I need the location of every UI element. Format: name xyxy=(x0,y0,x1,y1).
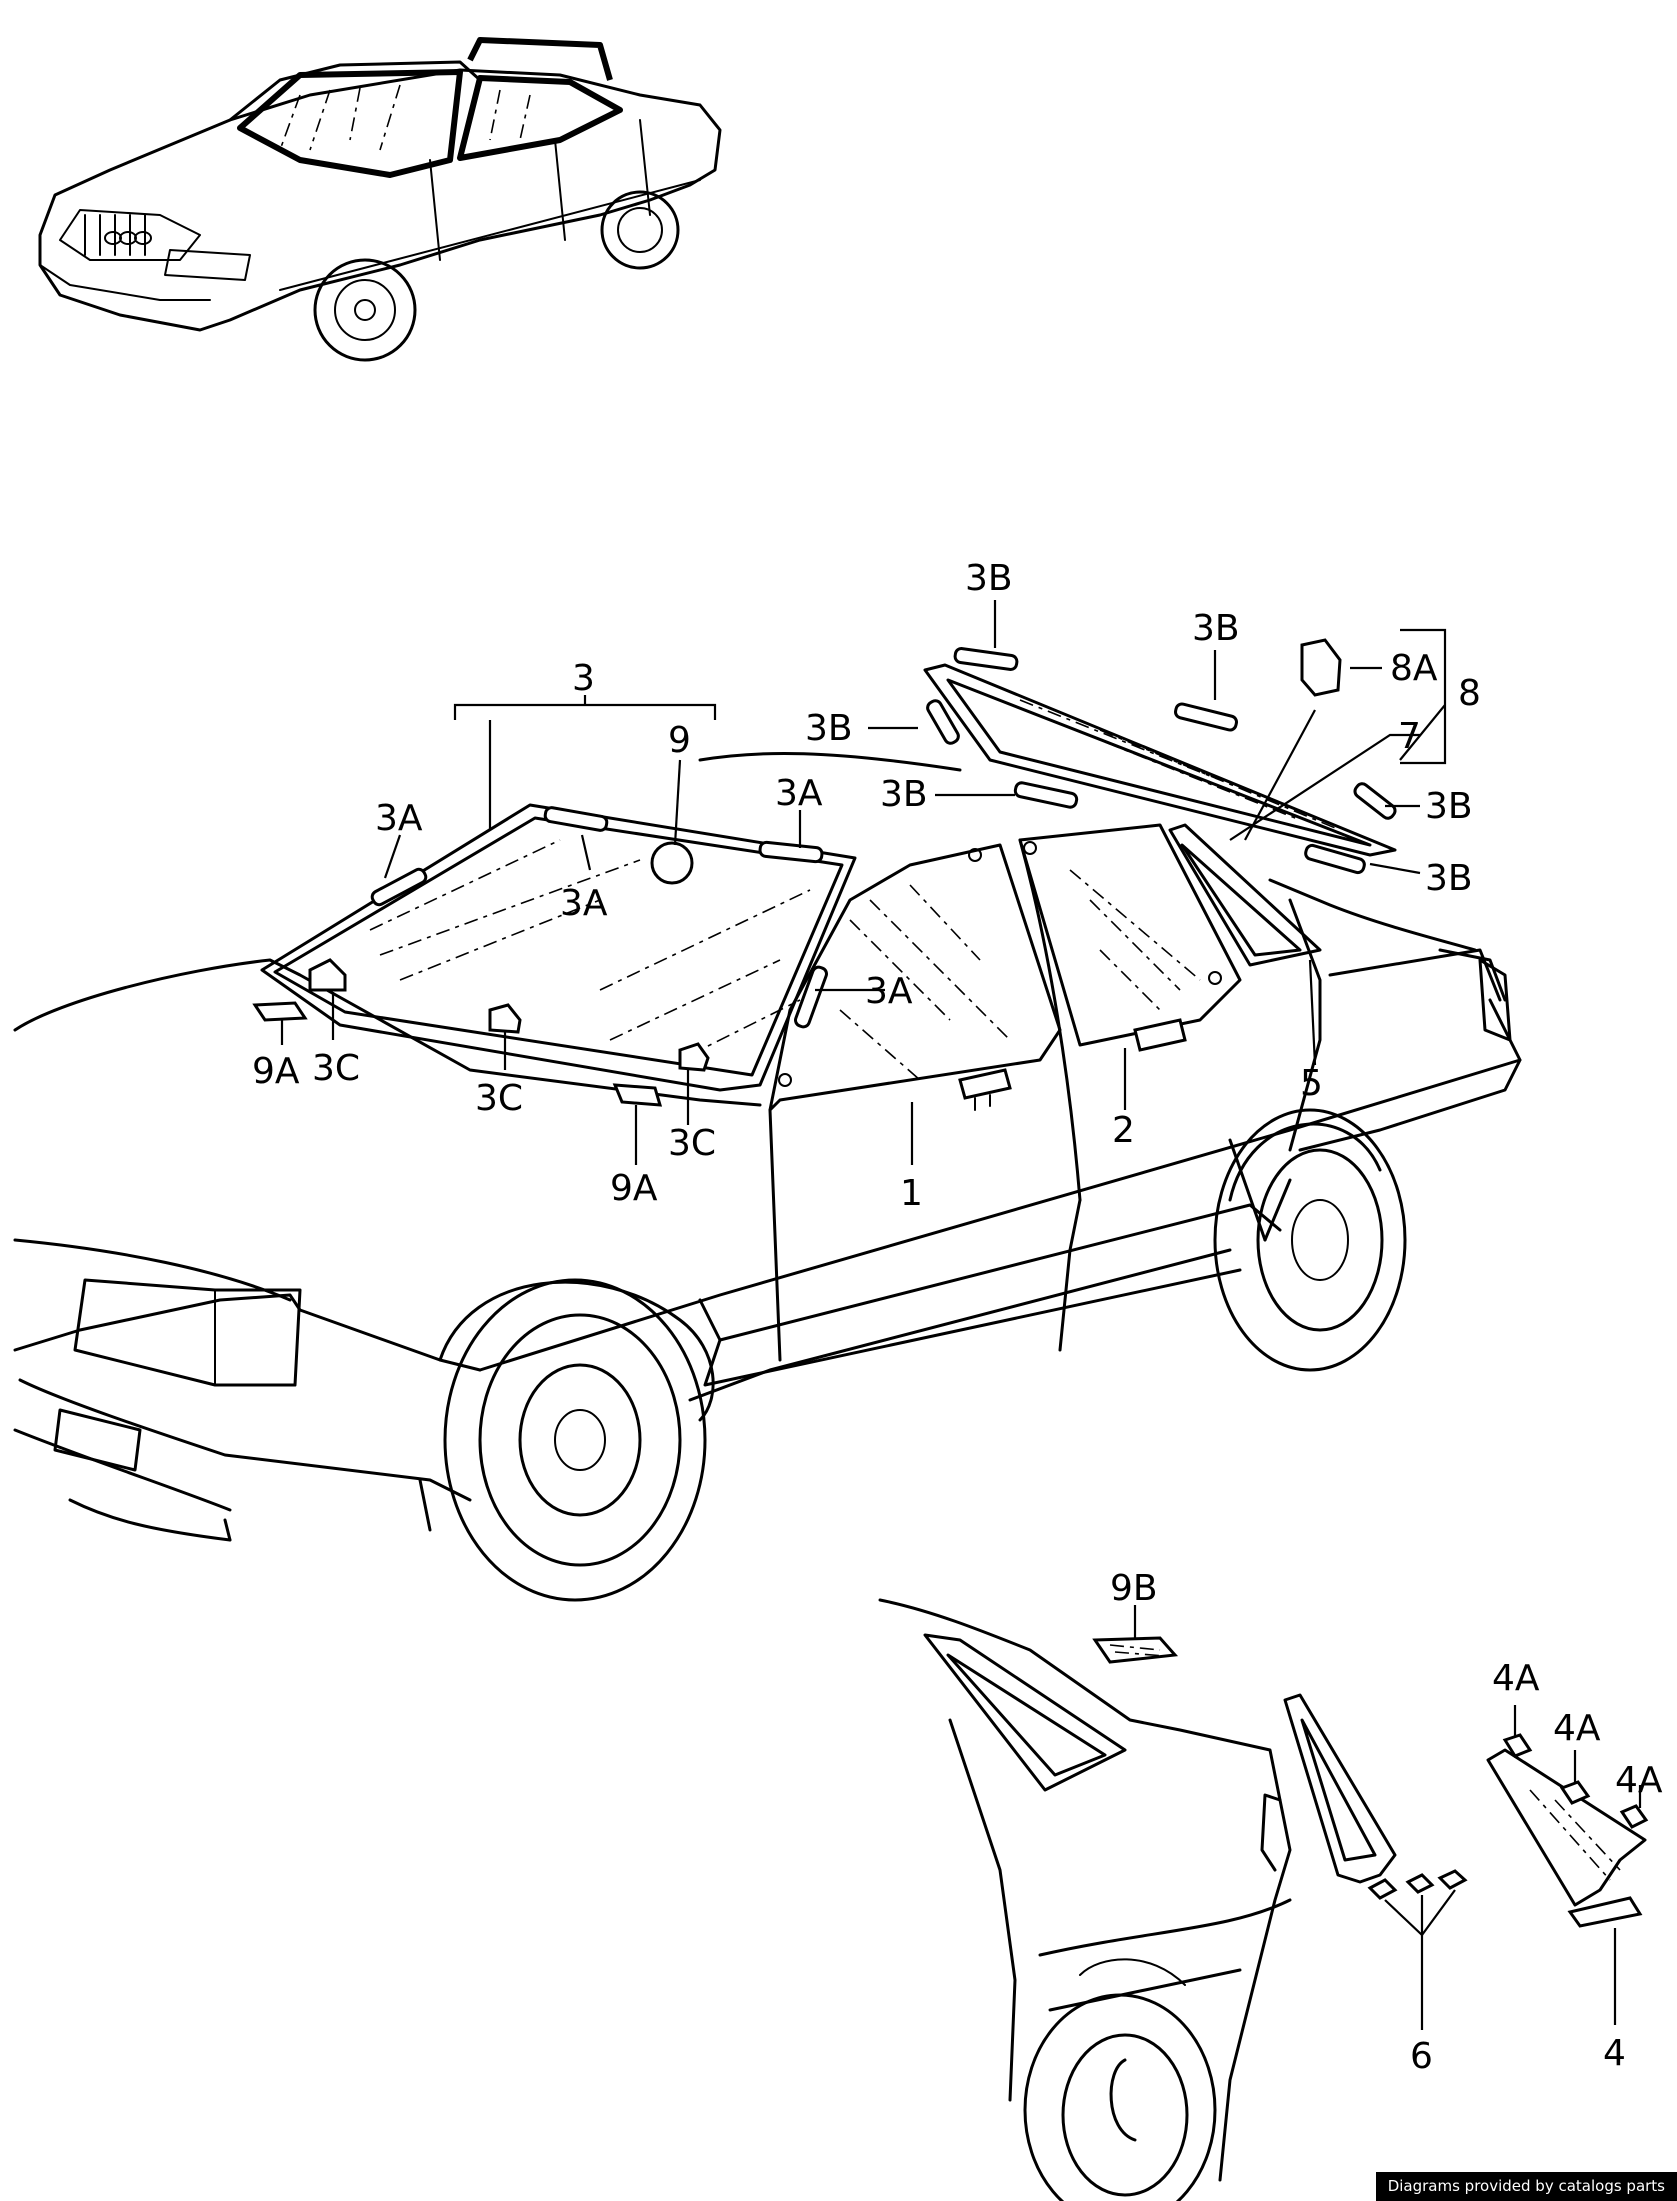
callout-9: 9 xyxy=(668,720,691,761)
callout-2: 2 xyxy=(1112,1110,1135,1151)
leader-lines xyxy=(280,600,1642,2030)
callout-4a-2: 4A xyxy=(1553,1708,1601,1749)
callout-5: 5 xyxy=(1300,1063,1323,1104)
callout-8a: 8A xyxy=(1390,648,1438,689)
front-door-glass xyxy=(768,843,1062,1112)
credit-label: Diagrams provided by catalogs parts xyxy=(1375,2172,1677,2201)
quarter-glass-detail xyxy=(878,1598,1649,2201)
windshield-trim-strip-3a xyxy=(370,806,828,1029)
callout-3c-right: 3C xyxy=(668,1123,716,1164)
overview-car-illustration xyxy=(38,37,722,362)
callout-3a-right: 3A xyxy=(775,773,823,814)
callout-3: 3 xyxy=(572,658,595,699)
callout-3c-left: 3C xyxy=(312,1048,360,1089)
callout-1: 1 xyxy=(900,1173,923,1214)
callout-7: 7 xyxy=(1398,716,1421,757)
callout-3c-mid: 3C xyxy=(475,1078,523,1119)
callout-3a-left: 3A xyxy=(375,798,423,839)
callout-9a-right: 9A xyxy=(610,1168,658,1209)
callout-4a-3: 4A xyxy=(1615,1760,1663,1801)
callout-9b: 9B xyxy=(1110,1568,1158,1609)
callout-4: 4 xyxy=(1603,2033,1626,2074)
callout-9a-left: 9A xyxy=(252,1051,300,1092)
callout-6: 6 xyxy=(1410,2036,1433,2077)
callout-3b-top: 3B xyxy=(965,558,1013,599)
windshield-clip-3c xyxy=(308,958,710,1072)
mirror-base-9 xyxy=(650,841,694,885)
callout-3b-right1: 3B xyxy=(1425,786,1473,827)
callout-3b-right2: 3B xyxy=(1425,858,1473,899)
callout-3b-left: 3B xyxy=(805,708,853,749)
rear-quarter-vent-glass xyxy=(1168,823,1322,967)
callout-3b-mid: 3B xyxy=(880,774,928,815)
main-car-illustration xyxy=(13,751,1522,1602)
callout-8: 8 xyxy=(1458,673,1481,714)
rear-door-glass xyxy=(968,823,1242,1052)
rear-window-glass xyxy=(923,638,1397,875)
callout-3a-mid: 3A xyxy=(560,883,608,924)
windshield-spacer-9a xyxy=(252,1001,663,1107)
callout-3a-door: 3A xyxy=(865,971,913,1012)
callout-labels: 3 9 3A 3A 3A 3A 3B 3B 3B 3B 3B 3B 8A 8 7… xyxy=(252,558,1663,2077)
callout-4a-1: 4A xyxy=(1492,1658,1540,1699)
callout-3b-topright: 3B xyxy=(1192,608,1240,649)
